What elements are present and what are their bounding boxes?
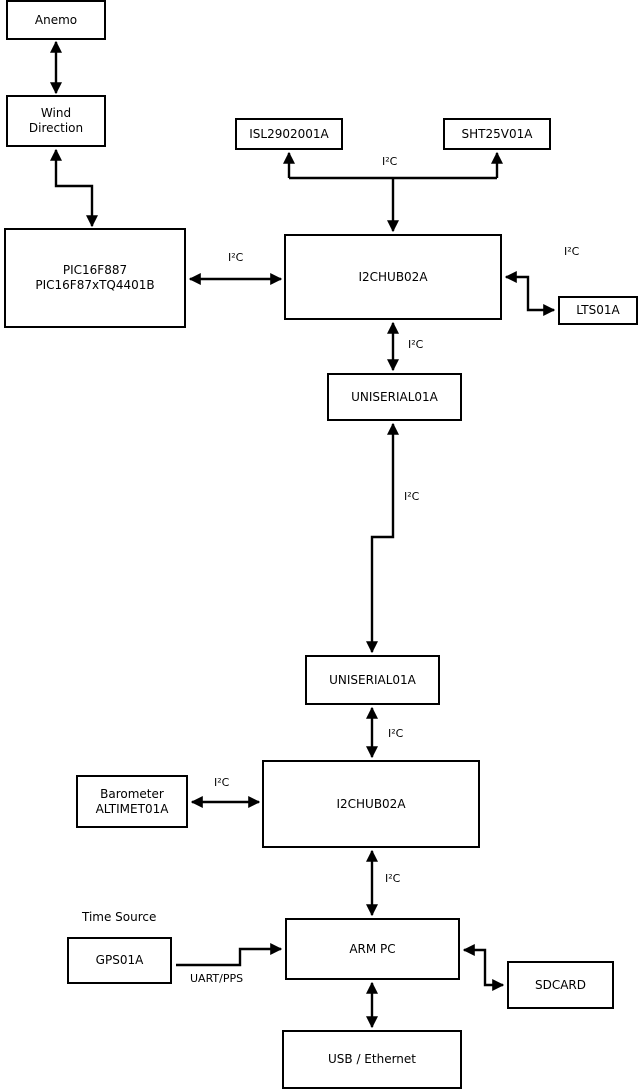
connector-pic-wind	[50, 148, 98, 228]
node-arm-pc-label: ARM PC	[349, 941, 396, 956]
node-barometer-label: Barometer ALTIMET01A	[95, 786, 169, 816]
node-arm-pc[interactable]: ARM PC	[285, 918, 460, 980]
edge-label-i2c-baro-hub: I²C	[214, 776, 230, 789]
label-time-source: Time Source	[82, 910, 157, 924]
node-uniserial01a-lower-label: UNISERIAL01A	[329, 672, 416, 687]
node-anemo-label: Anemo	[34, 12, 78, 27]
edge-label-uart-pps: UART/PPS	[190, 972, 244, 985]
node-i2chub02a-bottom[interactable]: I2CHUB02A	[262, 760, 480, 848]
node-i2chub02a-top[interactable]: I2CHUB02A	[284, 234, 502, 320]
node-usb-ethernet-label: USB / Ethernet	[328, 1052, 416, 1066]
node-wind-direction[interactable]: Wind Direction	[6, 95, 106, 147]
node-lts01a-label: LTS01A	[576, 303, 620, 317]
edge-label-i2c-pic-hub: I²C	[228, 251, 244, 264]
connector-uniserial-link	[366, 422, 399, 654]
node-sdcard[interactable]: SDCARD	[507, 961, 614, 1009]
node-uniserial01a-upper[interactable]: UNISERIAL01A	[327, 373, 462, 421]
edge-label-i2c-hub-uniserial: I²C	[408, 338, 424, 351]
node-sht25v01a[interactable]: SHT25V01A	[443, 118, 551, 150]
connector-gps-armpc	[176, 943, 283, 967]
node-usb-ethernet[interactable]: USB / Ethernet	[282, 1030, 462, 1089]
node-gps01a[interactable]: GPS01A	[67, 937, 172, 984]
node-isl2902001a[interactable]: ISL2902001A	[235, 118, 343, 150]
edge-label-i2c-uniserial-link: I²C	[404, 490, 420, 503]
node-gps01a-label: GPS01A	[95, 953, 144, 967]
node-barometer[interactable]: Barometer ALTIMET01A	[76, 775, 188, 828]
node-sdcard-label: SDCARD	[534, 977, 587, 992]
edge-label-i2c-hub-lts: I²C	[564, 245, 580, 258]
node-i2chub02a-bottom-label: I2CHUB02A	[336, 796, 406, 811]
connector-hub-top-lts	[504, 271, 556, 316]
node-pic-microcontroller-label: PIC16F887 PIC16F87xTQ4401B	[35, 263, 155, 292]
edge-label-i2c-bus-top: I²C	[382, 155, 398, 168]
node-lts01a[interactable]: LTS01A	[558, 296, 638, 325]
connector-armpc-sdcard	[462, 944, 505, 991]
node-uniserial01a-lower[interactable]: UNISERIAL01A	[305, 655, 440, 705]
node-pic-microcontroller[interactable]: PIC16F887 PIC16F87xTQ4401B	[4, 228, 186, 328]
edge-label-i2c-hub-armpc: I²C	[385, 872, 401, 885]
node-i2chub02a-top-label: I2CHUB02A	[358, 269, 428, 284]
node-sht25v01a-label: SHT25V01A	[461, 126, 533, 141]
node-anemo[interactable]: Anemo	[6, 0, 106, 40]
edge-label-i2c-uniserial-hub: I²C	[388, 727, 404, 740]
node-uniserial01a-upper-label: UNISERIAL01A	[351, 389, 438, 404]
node-isl2902001a-label: ISL2902001A	[249, 126, 329, 141]
node-wind-direction-label: Wind Direction	[28, 106, 84, 135]
